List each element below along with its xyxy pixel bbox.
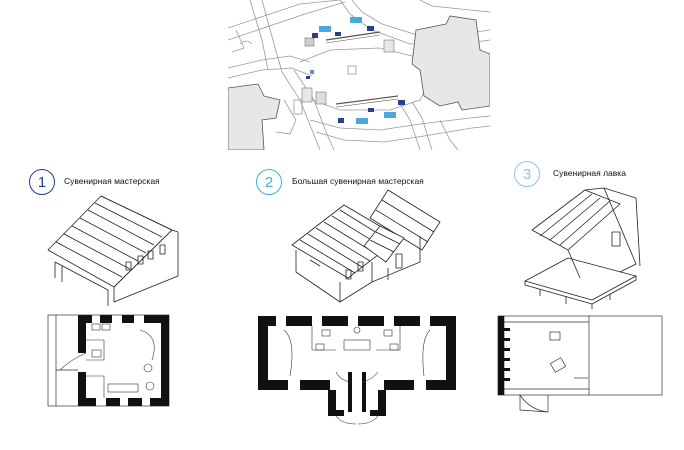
site-plan <box>228 0 490 150</box>
section-3-number: 3 <box>522 165 532 183</box>
section-2-title: Большая сувенирная мастерская <box>292 176 424 186</box>
section-1-title: Сувенирная мастерская <box>64 176 160 186</box>
section-1-number: 1 <box>37 173 47 191</box>
section-2-number: 2 <box>264 173 274 191</box>
section-1-badge: 1 <box>29 169 55 195</box>
section-3-title: Сувенирная лавка <box>553 168 626 178</box>
section-3-badge: 3 <box>514 161 540 187</box>
section-2-badge: 2 <box>256 169 282 195</box>
